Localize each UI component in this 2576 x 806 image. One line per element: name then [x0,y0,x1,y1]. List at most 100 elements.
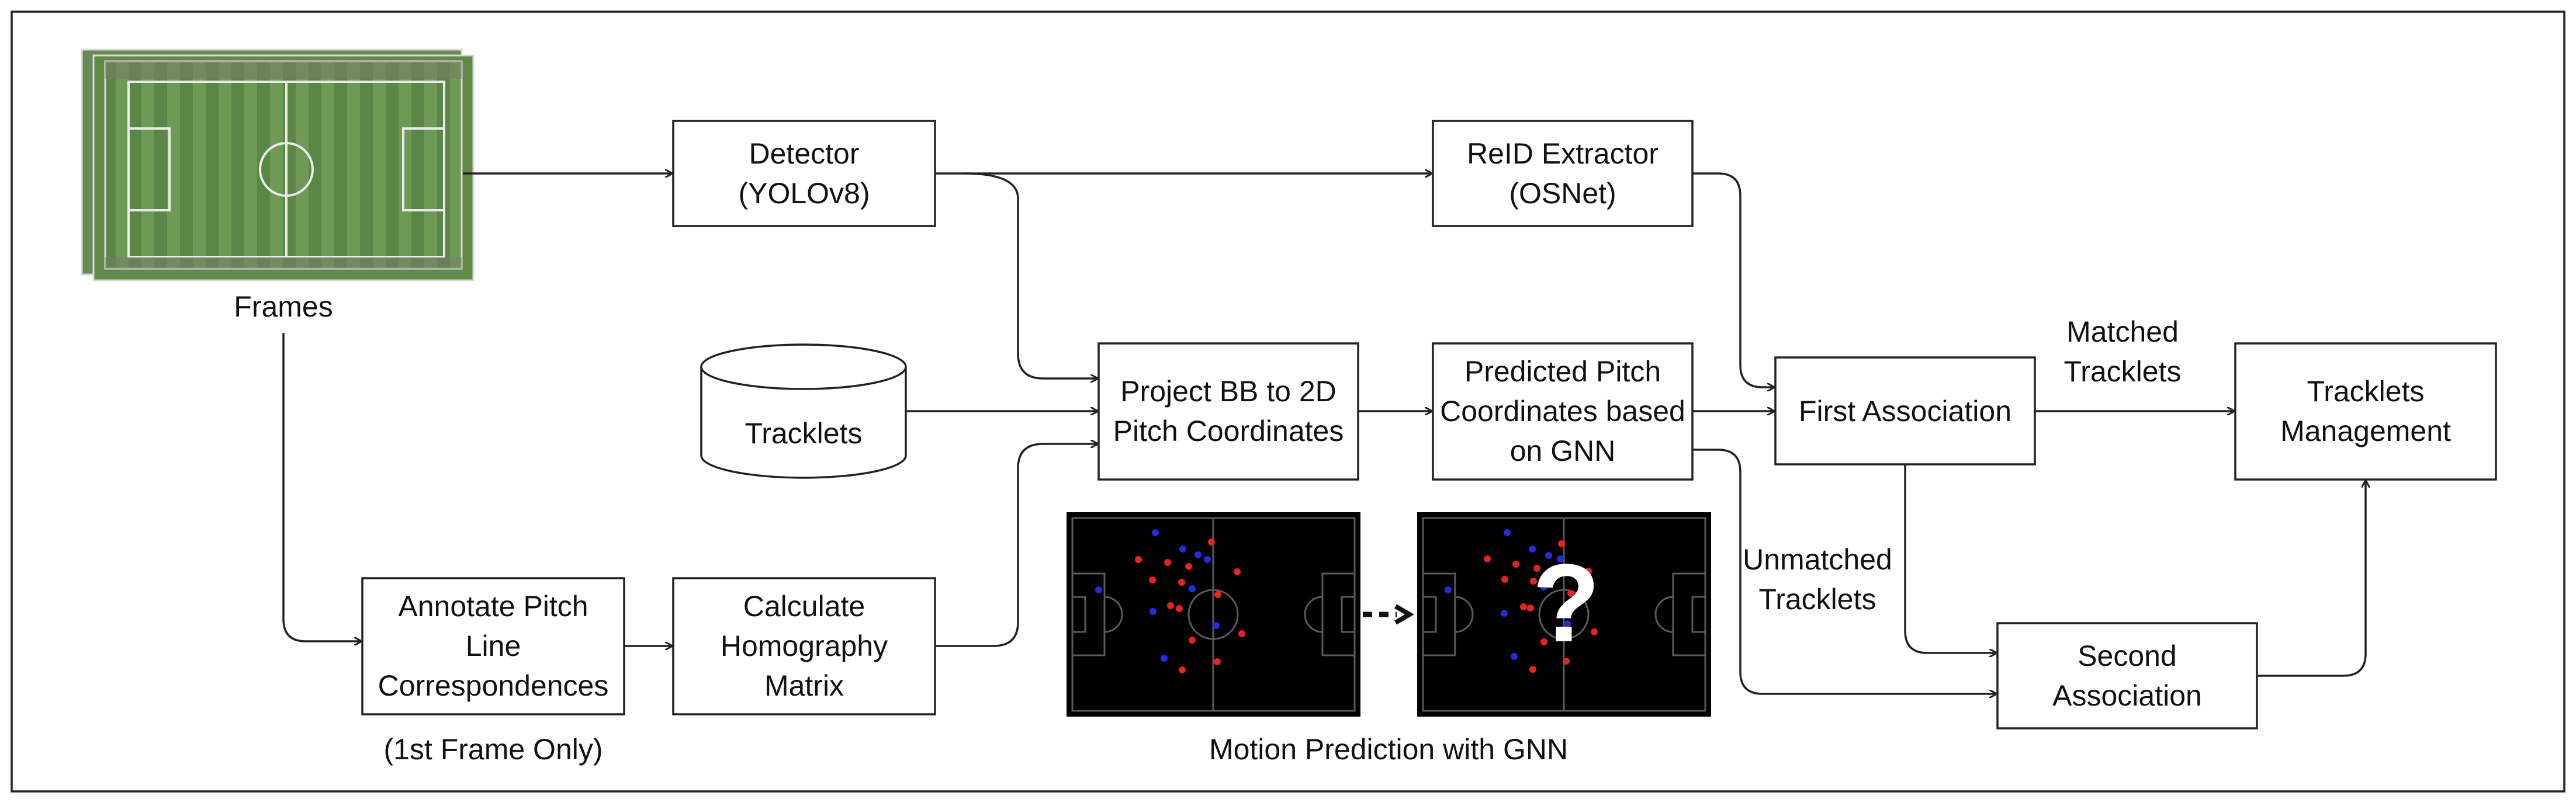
player-dot-red [1558,540,1565,547]
detector-label: Detector (YOLOv8) [738,137,870,210]
player-dot-blue [1445,586,1452,593]
reid-extractor-label: ReID Extractor (OSNet) [1467,137,1659,210]
input-frames-stack [81,48,475,282]
player-dot-red [1135,556,1142,563]
player-dot-red [1149,576,1156,583]
player-dot-red [1563,658,1570,665]
player-dot-blue [1189,585,1196,592]
label-line: Matched [2066,315,2179,348]
edge-reid-first [1692,172,1774,387]
label-line: Management [2280,415,2451,447]
label-line: Association [2052,679,2202,712]
question-mark: ? [1532,541,1600,665]
edge-first-second [1904,464,1996,653]
label-line: Pitch Coordinates [1113,415,1344,447]
player-dot-blue [1152,529,1159,536]
player-dot-blue [1501,610,1508,617]
label-line: First Association [1799,395,2011,428]
player-dot-red [1591,628,1598,635]
label-line: Correspondences [378,669,609,702]
player-dot-red [1214,658,1221,665]
player-dot-red [1540,638,1547,645]
first-association-label: First Association [1799,395,2011,428]
player-dot-red [1214,591,1221,598]
player-dot-blue [1204,556,1211,563]
player-dot-blue [1540,583,1547,590]
motion-prediction-caption: Motion Prediction with GNN [1209,733,1568,766]
label-line: Tracklets [2064,355,2182,388]
player-dot-red [1527,604,1534,612]
pitch-panel-predicted: ? [1417,512,1711,717]
pitch-panel-observed [1067,512,1360,717]
label-line: Detector [749,137,860,170]
label-line: ReID Extractor [1467,137,1659,170]
player-dot-red [1208,539,1215,546]
player-dot-blue [1194,551,1202,558]
player-dot-red [1567,590,1574,597]
player-dot-red [1238,630,1245,637]
label-line: Second [2078,640,2177,672]
label-line: Matrix [764,669,844,702]
player-dot-red [1178,579,1185,586]
frames-label: Frames [234,290,333,323]
label-line: (YOLOv8) [738,177,870,210]
edge-homography-project [935,444,1097,647]
player-dot-red [1176,605,1183,612]
label-line: Coordinates based [1440,395,1685,428]
player-dot-blue [1564,620,1571,627]
edge-detector-project [964,172,1097,378]
motion-arrow [1363,604,1414,625]
label-line: Line [466,630,521,662]
player-dot-blue [1504,529,1511,536]
reid-extractor-node: ReID Extractor (OSNet) [1432,120,1694,227]
player-dot-red [1185,563,1192,570]
label-line: Tracklets [1759,583,1876,616]
edge-predicted-second [1692,449,1996,694]
label-line: Tracklets [745,417,863,450]
player-dot-red [1484,555,1491,562]
player-dot-blue [1529,546,1536,553]
player-dot-red [1585,568,1592,575]
player-dot-blue [1557,555,1564,562]
player-dot-blue [1161,655,1168,662]
project-bb-node: Project BB to 2D Pitch Coordinates [1097,342,1359,481]
player-dot-red [1533,565,1540,572]
label-line: Tracklets [2307,375,2425,408]
first-association-node: First Association [1774,356,2036,465]
tracklets-database-node: Tracklets [700,343,907,479]
edge-second-management [2257,481,2366,677]
tracklets-database-label: Tracklets [745,417,863,450]
first-frame-caption: (1st Frame Only) [383,733,603,766]
player-dot-red [1167,602,1174,609]
player-dot-blue [1511,653,1518,660]
label-line: (OSNet) [1509,177,1616,210]
player-dot-red [1501,576,1508,583]
edge-frames-annotate [282,333,361,641]
player-dot-red [1234,568,1241,575]
player-dot-blue [1149,608,1157,615]
player-dot-red [1529,666,1536,673]
figure-border [11,11,2565,793]
label-line: Calculate [743,590,865,623]
player-dot-blue [1545,552,1552,559]
label-line: Homography [721,630,888,662]
player-dot-blue [1095,586,1102,593]
player-dot-blue [1213,622,1220,629]
player-dot-red [1520,603,1527,610]
label-line: on GNN [1510,435,1616,467]
player-dot-red [1189,637,1196,644]
observed-player-dots [1095,529,1245,673]
project-bb-label: Project BB to 2D Pitch Coordinates [1113,375,1344,447]
label-line: Project BB to 2D [1120,375,1337,408]
